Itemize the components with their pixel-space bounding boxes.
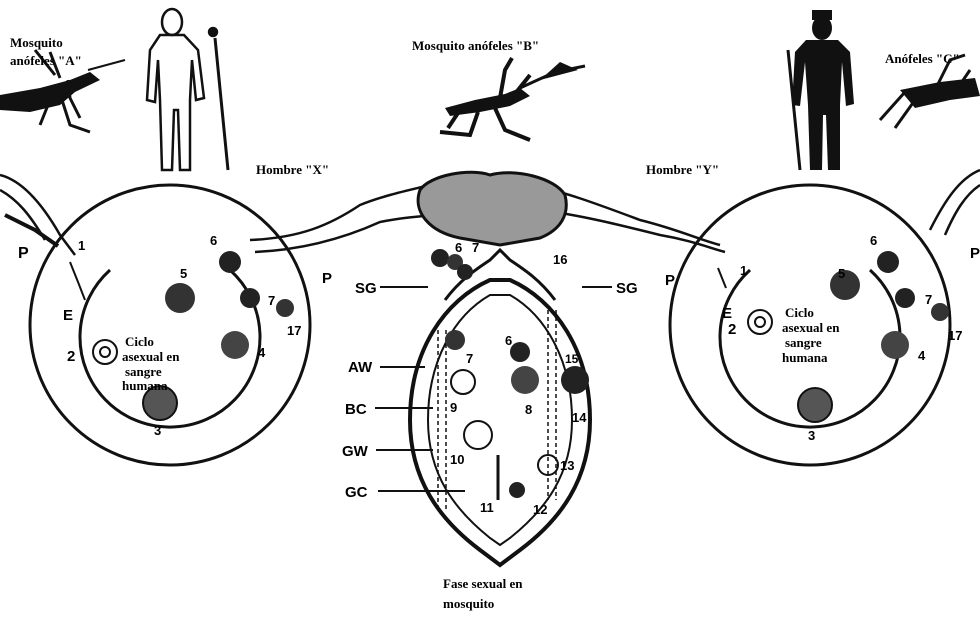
midgut-outer-wall bbox=[410, 280, 590, 565]
right-label-7: 7 bbox=[925, 292, 932, 307]
body-label-9: 9 bbox=[450, 400, 457, 415]
right-title-2: asexual en bbox=[782, 320, 840, 335]
left-stage-5 bbox=[165, 283, 195, 313]
left-label-3: 3 bbox=[154, 423, 161, 438]
body-stage-6a bbox=[431, 249, 449, 267]
right-title-4: humana bbox=[782, 350, 828, 365]
right-label-3: 3 bbox=[808, 428, 815, 443]
left-label-1: 1 bbox=[78, 238, 85, 253]
left-stage-17 bbox=[276, 299, 294, 317]
label-gc: GC bbox=[345, 484, 368, 501]
label-sg-left: SG bbox=[355, 280, 377, 297]
right-stage-3 bbox=[798, 388, 832, 422]
left-title-4: humana bbox=[122, 378, 168, 393]
body-label-11: 11 bbox=[480, 500, 494, 515]
right-label-17: 17 bbox=[948, 328, 962, 343]
left-title-2: asexual en bbox=[122, 349, 180, 364]
left-title-1: Ciclo bbox=[125, 334, 154, 349]
left-stage-6 bbox=[219, 251, 241, 273]
right-stage-6 bbox=[877, 251, 899, 273]
label-gw: GW bbox=[342, 443, 369, 460]
body-label-8: 8 bbox=[525, 402, 532, 417]
right-title-3: sangre bbox=[785, 335, 822, 350]
left-cycle bbox=[30, 185, 310, 465]
mosquito-b-label: Mosquito anófeles "B" bbox=[412, 38, 539, 53]
body-stage-6b bbox=[510, 342, 530, 362]
caption-line-2: mosquito bbox=[443, 596, 494, 611]
body-label-6b: 6 bbox=[505, 333, 512, 348]
left-stage-4 bbox=[221, 331, 249, 359]
body-label-13: 13 bbox=[560, 458, 574, 473]
body-stage-10 bbox=[464, 421, 492, 449]
right-stage-2 bbox=[748, 310, 772, 334]
right-label-6: 6 bbox=[870, 233, 877, 248]
right-stage-4 bbox=[881, 331, 909, 359]
caption-line-1: Fase sexual en bbox=[443, 576, 523, 591]
mosquito-body bbox=[410, 172, 590, 565]
left-stage-2 bbox=[93, 340, 117, 364]
body-stage-12 bbox=[509, 482, 525, 498]
right-label-e: E bbox=[722, 305, 732, 322]
left-label-p-outer: P bbox=[18, 245, 29, 262]
left-label-5: 5 bbox=[180, 266, 187, 281]
left-cycle-outer-circle bbox=[30, 185, 310, 465]
right-label-4: 4 bbox=[918, 348, 926, 363]
man-y-label: Hombre "Y" bbox=[646, 162, 719, 177]
body-label-7b: 7 bbox=[466, 351, 473, 366]
body-stage-14 bbox=[561, 366, 589, 394]
left-label-17: 17 bbox=[287, 323, 301, 338]
right-label-2: 2 bbox=[728, 321, 736, 338]
right-label-p-inner: P bbox=[665, 272, 675, 289]
body-label-6a: 6 bbox=[455, 240, 462, 255]
right-stage-17 bbox=[931, 303, 949, 321]
body-label-16: 16 bbox=[553, 252, 567, 267]
salivary-gland-region bbox=[418, 172, 566, 245]
left-label-e: E bbox=[63, 307, 73, 324]
man-y-icon bbox=[788, 10, 854, 170]
body-label-10: 10 bbox=[450, 452, 464, 467]
left-stage-7 bbox=[240, 288, 260, 308]
mosquito-c-label: Anófeles "C" bbox=[885, 51, 960, 66]
body-stage-8 bbox=[511, 366, 539, 394]
right-stage-7 bbox=[895, 288, 915, 308]
body-label-14: 14 bbox=[572, 410, 587, 425]
body-label-7a: 7 bbox=[472, 240, 479, 255]
right-label-1: 1 bbox=[740, 263, 747, 278]
body-label-12: 12 bbox=[533, 502, 547, 517]
body-label-15: 15 bbox=[565, 352, 579, 366]
label-sg-right: SG bbox=[616, 280, 638, 297]
right-label-p-outer: P bbox=[970, 245, 980, 262]
body-stage-7a bbox=[457, 264, 473, 280]
body-stage-7b bbox=[445, 330, 465, 350]
mosquito-b-icon bbox=[440, 58, 585, 140]
man-x-label: Hombre "X" bbox=[256, 162, 329, 177]
right-label-5: 5 bbox=[838, 266, 845, 281]
mosquito-a-label-1: Mosquito bbox=[10, 35, 63, 50]
left-label-7: 7 bbox=[268, 293, 275, 308]
right-title-1: Ciclo bbox=[785, 305, 814, 320]
mosquito-a-label-2: anófeles "A" bbox=[10, 53, 82, 68]
left-label-4: 4 bbox=[258, 345, 266, 360]
left-label-p-inner: P bbox=[322, 270, 332, 287]
body-stage-9 bbox=[451, 370, 475, 394]
label-bc: BC bbox=[345, 401, 367, 418]
left-label-2: 2 bbox=[67, 348, 75, 365]
left-title-3: sangre bbox=[125, 364, 162, 379]
label-aw: AW bbox=[348, 359, 373, 376]
left-label-6: 6 bbox=[210, 233, 217, 248]
man-x-icon bbox=[147, 9, 228, 170]
